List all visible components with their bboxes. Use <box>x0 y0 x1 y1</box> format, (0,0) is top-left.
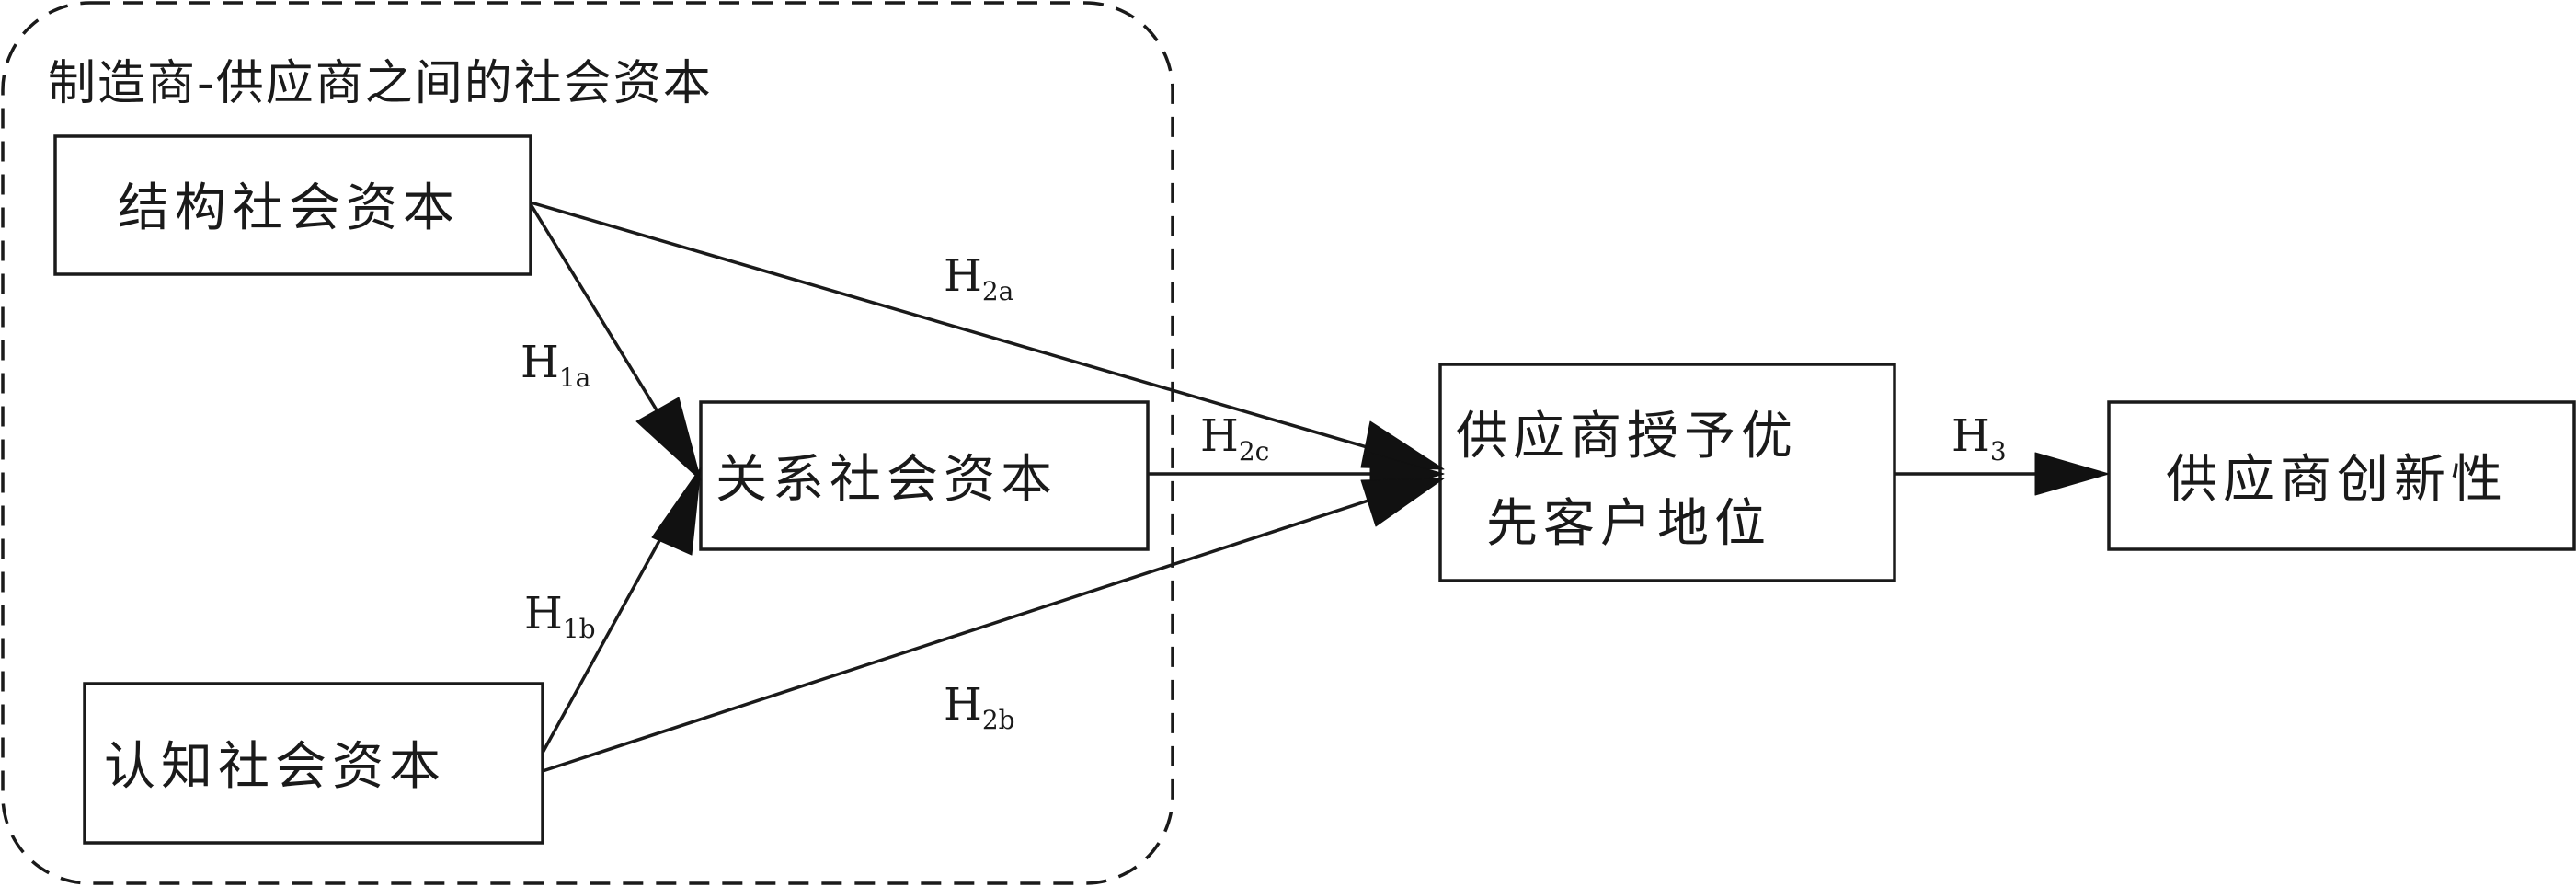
edge-structural-to-preferred-status <box>530 201 1380 453</box>
arrowhead-cognitive-to-preferred-status <box>1360 478 1445 527</box>
preferred-customer-status-label-line1: 供应商授予优 <box>1456 407 1798 467</box>
social-capital-group-border <box>1 1 1174 885</box>
preferred-customer-status-label-line2: 先客户地位 <box>1486 494 1771 554</box>
cognitive-capital-label: 认知社会资本 <box>104 737 446 797</box>
supplier-innovativeness-label: 供应商创新性 <box>2166 450 2508 510</box>
edge-cognitive-to-preferred-status <box>542 495 1380 773</box>
hypothesis-label-h1a: H1a <box>521 337 590 393</box>
supplier-innovativeness-box <box>2107 400 2576 551</box>
structural-capital-box <box>53 134 532 276</box>
arrowhead-preferred-status-to-innovation <box>2034 452 2110 496</box>
hypothesis-label-h1b: H1b <box>524 588 596 644</box>
arrowhead-cognitive-to-relational <box>651 467 702 556</box>
hypothesis-label-h2a: H2a <box>944 250 1013 306</box>
edge-cognitive-to-relational <box>541 510 678 754</box>
relational-capital-label: 关系社会资本 <box>716 450 1058 510</box>
cognitive-capital-box <box>83 682 544 845</box>
hypothesis-label-h2b: H2b <box>944 679 1015 735</box>
structural-capital-label: 结构社会资本 <box>118 179 460 238</box>
social-capital-group-title: 制造商-供应商之间的社会资本 <box>48 56 713 111</box>
arrowhead-structural-to-relational <box>635 397 702 481</box>
hypothesis-label-h3: H3 <box>1952 410 2007 467</box>
relational-capital-box <box>699 400 1150 551</box>
edge-structural-to-relational <box>529 203 678 443</box>
hypothesis-label-h2c: H2c <box>1200 410 1269 467</box>
